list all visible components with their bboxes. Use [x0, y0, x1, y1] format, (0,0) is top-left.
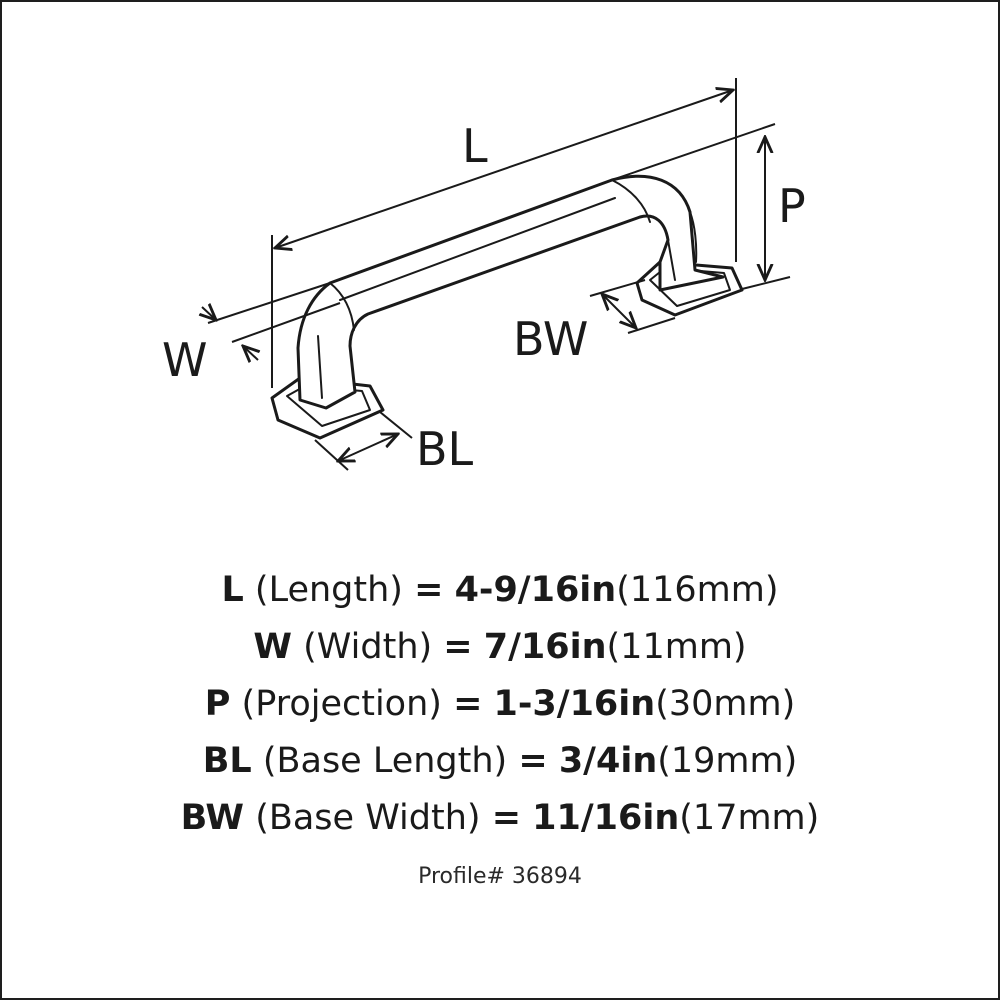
spec-name: (Width) [303, 627, 433, 667]
spec-row-length: L (Length) = 4-9/16in(116mm) [0, 562, 1000, 619]
spec-imperial: 7/16in [483, 627, 607, 667]
spec-abbr: BW [180, 798, 245, 838]
spec-imperial: 1-3/16in [493, 684, 656, 724]
spec-row-base-width: BW (Base Width) = 11/16in(17mm) [0, 790, 1000, 847]
spec-equals: = [491, 798, 522, 838]
cabinet-pull-handle [270, 174, 744, 440]
projection-label: P [778, 179, 806, 233]
spec-abbr: W [253, 627, 293, 667]
spec-equals: = [518, 741, 548, 781]
spec-imperial: 4-9/16in [454, 570, 617, 610]
spec-imperial: 11/16in [532, 798, 680, 838]
spec-equals: = [443, 627, 473, 667]
spec-row-projection: P (Projection) = 1-3/16in(30mm) [0, 676, 1000, 733]
spec-abbr: L [221, 570, 244, 610]
dimension-lines [202, 78, 791, 471]
spec-abbr: BL [202, 741, 252, 781]
profile-number: Profile# 36894 [418, 864, 582, 889]
spec-equals: = [414, 570, 444, 610]
base-width-label: BW [513, 312, 588, 366]
spec-name: (Base Width) [255, 798, 481, 838]
spec-metric: (116mm) [616, 570, 779, 610]
spec-metric: (30mm) [655, 684, 796, 724]
spec-row-base-length: BL (Base Length) = 3/4in(19mm) [0, 733, 1000, 790]
handle-dimension-diagram: L P W BW BL [162, 78, 806, 476]
dimension-spec-list: L (Length) = 4-9/16in(116mm) W (Width) =… [0, 562, 1000, 847]
spec-name: (Length) [254, 570, 403, 610]
spec-name: (Base Length) [262, 741, 508, 781]
width-label: W [162, 333, 207, 387]
spec-equals: = [453, 684, 483, 724]
spec-metric: (17mm) [679, 798, 820, 838]
spec-metric: (19mm) [657, 741, 798, 781]
spec-imperial: 3/4in [558, 741, 658, 781]
spec-abbr: P [204, 684, 231, 724]
spec-metric: (11mm) [606, 627, 747, 667]
spec-row-width: W (Width) = 7/16in(11mm) [0, 619, 1000, 676]
length-label: L [462, 119, 488, 173]
spec-name: (Projection) [241, 684, 442, 724]
base-length-label: BL [416, 422, 474, 476]
